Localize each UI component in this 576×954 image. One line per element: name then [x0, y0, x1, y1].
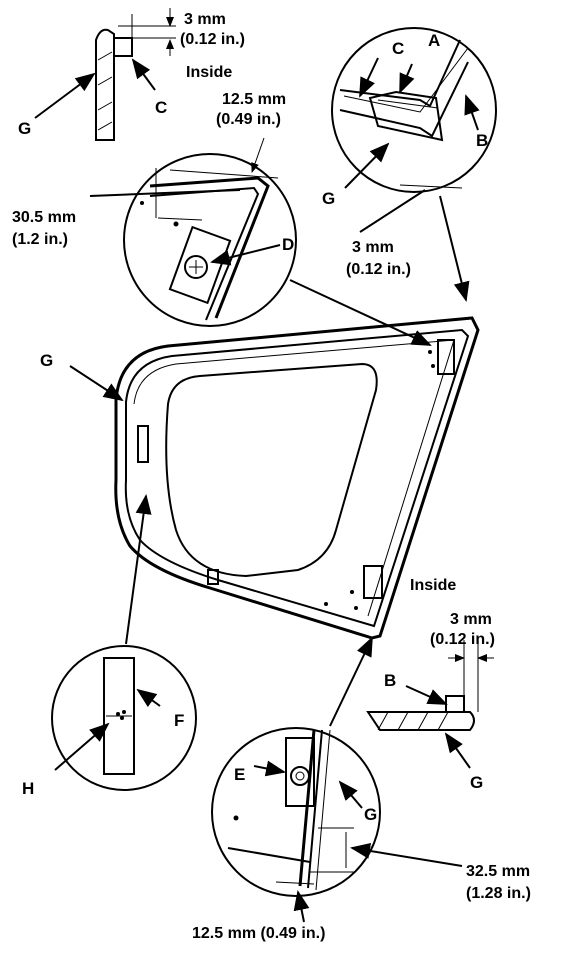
label-g-top-left: G [18, 119, 31, 138]
detail-top-left [34, 8, 176, 141]
label-c-right: C [392, 39, 404, 58]
label-g-glass: G [40, 351, 53, 370]
label-c-left: C [155, 98, 167, 117]
label-b-top: B [476, 131, 488, 150]
label-g-top-right: G [322, 189, 335, 208]
dim-30-5mm-in: (1.2 in.) [12, 231, 68, 248]
text-inside-right: Inside [410, 577, 456, 594]
label-h: H [22, 779, 34, 798]
dim-30-5mm: 30.5 mm [12, 209, 76, 226]
label-g-bottom: G [364, 805, 377, 824]
detail-bottom-left [51, 494, 197, 791]
dim-12-5mm: 12.5 mm [222, 91, 286, 108]
label-b-bottom: B [384, 671, 396, 690]
detail-clip-e [211, 636, 463, 923]
quarter-glass [69, 316, 480, 640]
dim-32-5mm: 32.5 mm [466, 863, 530, 880]
text-inside-top: Inside [186, 64, 232, 81]
detail-top-right [331, 27, 497, 302]
label-d: D [282, 235, 294, 254]
label-e: E [234, 765, 245, 784]
clip-d [168, 225, 232, 305]
dim-top-left-3mm: 3 mm [184, 11, 226, 28]
dim-32-5mm-in: (1.28 in.) [466, 885, 531, 902]
dim-top-right-3mm: 3 mm [352, 239, 394, 256]
dim-bottom-12-5mm: 12.5 mm (0.49 in.) [192, 925, 325, 942]
dim-top-left-3mm-in: (0.12 in.) [180, 31, 245, 48]
dim-right-3mm: 3 mm [450, 611, 492, 628]
label-g-bottom-right: G [470, 773, 483, 792]
spacer-b [445, 695, 465, 713]
clip-e [285, 737, 315, 807]
label-f: F [174, 711, 184, 730]
label-a: A [428, 31, 440, 50]
spacer-c [113, 37, 133, 57]
dim-12-5mm-in: (0.49 in.) [216, 111, 281, 128]
detail-bottom-right [366, 640, 494, 769]
dim-top-right-3mm-in: (0.12 in.) [346, 261, 411, 278]
dim-right-3mm-in: (0.12 in.) [430, 631, 495, 648]
